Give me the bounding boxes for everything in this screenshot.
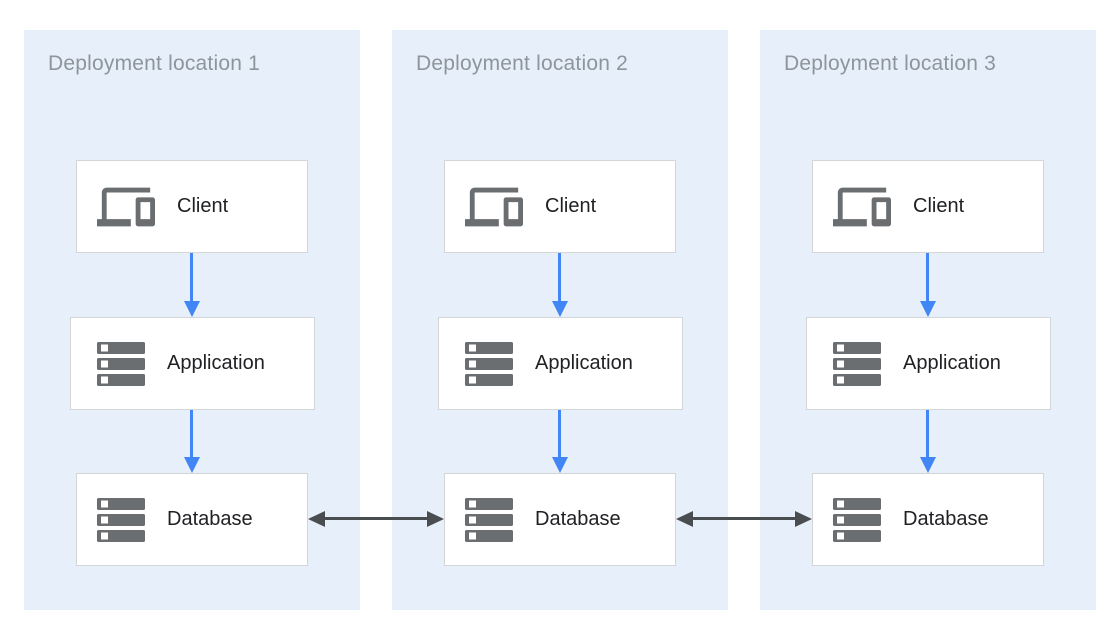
database-replication-arrow-1-2 [308, 511, 444, 527]
database-node: Database [444, 473, 676, 566]
client-node: Client [76, 160, 308, 253]
client-to-application-arrow [558, 253, 561, 301]
node-label: Client [545, 195, 597, 217]
node-label: Database [167, 508, 253, 530]
database-replication-arrow-2-3 [676, 511, 812, 527]
storage-icon [833, 497, 881, 542]
devices-icon [465, 178, 523, 236]
panel-title: Deployment location 1 [48, 52, 260, 75]
node-label: Application [167, 352, 265, 374]
arrow-shaft [685, 517, 803, 520]
storage-icon [833, 341, 881, 386]
devices-icon [97, 178, 155, 236]
arrow-shaft [317, 517, 435, 520]
application-node: Application [806, 317, 1051, 410]
application-node: Application [438, 317, 683, 410]
node-label: Database [903, 508, 989, 530]
storage-icon [97, 341, 145, 386]
application-to-database-arrow [190, 410, 193, 457]
devices-icon [833, 178, 891, 236]
client-node: Client [444, 160, 676, 253]
deployment-panel-1: Deployment location 1 Client Application… [24, 30, 360, 610]
panel-title: Deployment location 3 [784, 52, 996, 75]
database-node: Database [76, 473, 308, 566]
client-to-application-arrow [926, 253, 929, 301]
application-to-database-arrow [558, 410, 561, 457]
node-label: Database [535, 508, 621, 530]
deployment-panel-2: Deployment location 2 Client Application… [392, 30, 728, 610]
storage-icon [465, 497, 513, 542]
panel-title: Deployment location 2 [416, 52, 628, 75]
application-node: Application [70, 317, 315, 410]
application-to-database-arrow [926, 410, 929, 457]
storage-icon [97, 497, 145, 542]
database-node: Database [812, 473, 1044, 566]
node-label: Client [177, 195, 229, 217]
node-label: Application [535, 352, 633, 374]
client-to-application-arrow [190, 253, 193, 301]
storage-icon [465, 341, 513, 386]
node-label: Application [903, 352, 1001, 374]
client-node: Client [812, 160, 1044, 253]
deployment-panel-3: Deployment location 3 Client Application… [760, 30, 1096, 610]
node-label: Client [913, 195, 965, 217]
